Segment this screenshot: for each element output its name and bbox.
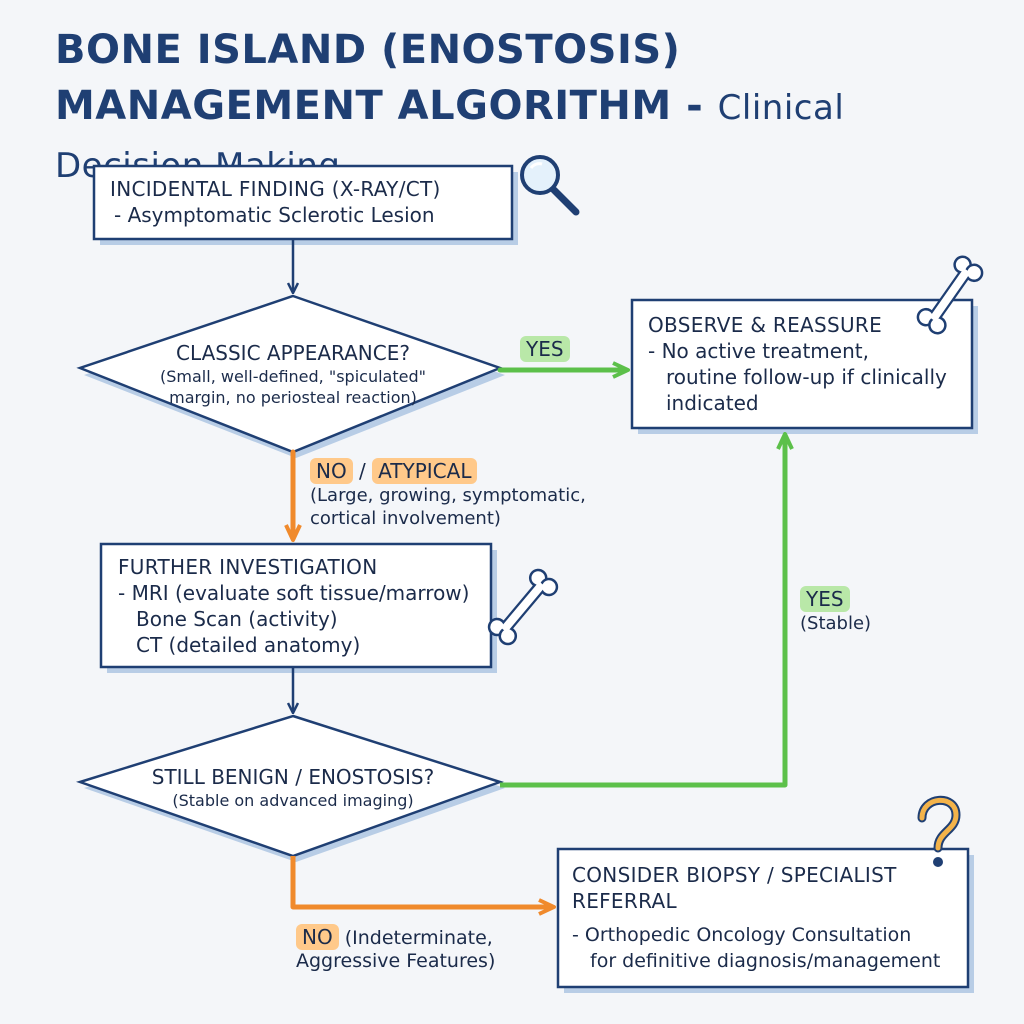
observe-line-2: routine follow-up if clinically — [666, 365, 947, 389]
benign-no-line-1: Aggressive Features) — [296, 950, 496, 972]
further-line-3: CT (detailed anatomy) — [136, 633, 361, 657]
edge-label-benign-yes: YES (Stable) — [800, 586, 871, 635]
further-line-2: Bone Scan (activity) — [136, 607, 338, 631]
benign-heading: STILL BENIGN / ENOSTOSIS? — [151, 765, 435, 789]
further-heading: FURTHER INVESTIGATION — [118, 555, 378, 579]
classic-heading: CLASSIC APPEARANCE? — [176, 341, 410, 365]
incidental-heading: INCIDENTAL FINDING (X-RAY/CT) — [110, 177, 441, 201]
biopsy-heading-1: CONSIDER BIOPSY / SPECIALIST — [572, 863, 897, 887]
incidental-box — [92, 164, 514, 241]
edge-label-classic-yes: YES — [520, 336, 570, 362]
no-tag: NO — [296, 924, 339, 950]
observe-box — [630, 298, 974, 430]
biopsy-heading-2: REFERRAL — [572, 889, 677, 913]
observe-line-3: indicated — [666, 391, 759, 415]
benign-line-1: (Stable on advanced imaging) — [172, 791, 414, 810]
further-line-1: - MRI (evaluate soft tissue/marrow) — [118, 581, 470, 605]
classic-node: CLASSIC APPEARANCE? (Small, well-defined… — [130, 340, 456, 408]
biopsy-node: CONSIDER BIOPSY / SPECIALIST REFERRAL - … — [572, 862, 966, 974]
observe-line-1: - No active treatment, — [648, 339, 869, 363]
edge-label-benign-no: NO (Indeterminate, Aggressive Features) — [296, 924, 495, 973]
classic-no-line-1: (Large, growing, symptomatic, — [310, 485, 586, 506]
title-main: BONE ISLAND (ENOSTOSIS) MANAGEMENT ALGOR… — [55, 27, 718, 129]
yes-tag: YES — [520, 336, 570, 362]
biopsy-line-1: - Orthopedic Oncology Consultation — [572, 924, 912, 946]
biopsy-line-2: for definitive diagnosis/management — [590, 950, 941, 972]
edge-label-classic-no: NO / ATYPICAL (Large, growing, symptomat… — [310, 458, 586, 530]
classic-line-1: (Small, well-defined, "spiculated" — [160, 367, 426, 386]
magnifier-icon — [520, 155, 580, 216]
observe-node: OBSERVE & REASSURE - No active treatment… — [648, 312, 968, 416]
edge-benign-no — [290, 856, 556, 916]
further-node: FURTHER INVESTIGATION - MRI (evaluate so… — [118, 554, 490, 658]
incidental-node: INCIDENTAL FINDING (X-RAY/CT) - Asymptom… — [110, 176, 510, 228]
bone-icon — [916, 255, 984, 335]
no-atypical-separator: / — [352, 459, 373, 483]
bone-icon — [487, 568, 559, 646]
classic-no-line-2: cortical involvement) — [310, 508, 501, 529]
diagram-title: BONE ISLAND (ENOSTOSIS) MANAGEMENT ALGOR… — [55, 22, 995, 194]
no-tag: NO — [310, 458, 353, 484]
classic-line-2: margin, no periosteal reaction) — [169, 388, 417, 407]
benign-node: STILL BENIGN / ENOSTOSIS? (Stable on adv… — [130, 764, 456, 811]
atypical-tag: ATYPICAL — [372, 458, 478, 484]
benign-yes-line-1: (Stable) — [800, 613, 872, 634]
further-box — [99, 542, 493, 669]
biopsy-box — [556, 847, 970, 989]
yes-tag: YES — [800, 586, 850, 612]
benign-no-text: (Indeterminate, — [338, 927, 493, 949]
incidental-line-1: - Asymptomatic Sclerotic Lesion — [114, 203, 435, 227]
edge-benign-yes — [500, 432, 794, 788]
observe-heading: OBSERVE & REASSURE — [648, 313, 883, 337]
question-mark-icon — [917, 795, 961, 867]
